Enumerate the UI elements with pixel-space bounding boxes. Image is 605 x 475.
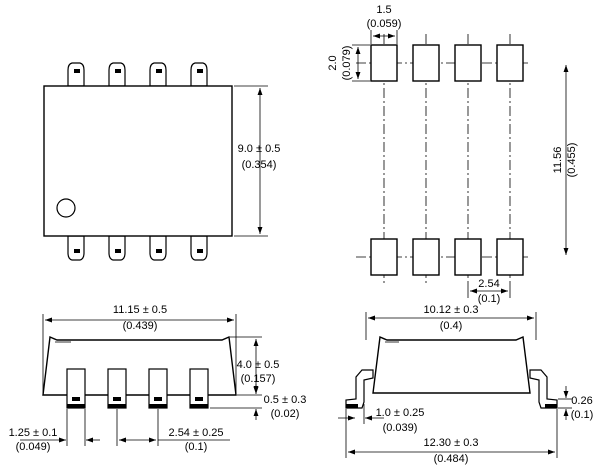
pad-width-dim-in: (0.059) xyxy=(367,18,402,30)
bottom-lead-1 xyxy=(67,235,85,261)
top-view: 9.0 ± 0.5 (0.354) xyxy=(43,62,281,261)
side-lead-2 xyxy=(107,368,127,409)
bottom-lead-4-gap xyxy=(197,249,203,253)
foot-thickness-dim-in: (0.1) xyxy=(571,409,594,421)
side-lead-1 xyxy=(66,368,86,409)
top-lead-3-gap xyxy=(156,69,162,73)
land-pitch-dim-in: (0.1) xyxy=(478,293,501,305)
bottom-lead-4 xyxy=(190,235,208,261)
side-leads xyxy=(66,368,209,409)
package-body-side xyxy=(42,335,237,396)
bottom-lead-2 xyxy=(108,235,126,261)
land-pitch-dim: 2.54 xyxy=(478,278,499,290)
bottom-leads xyxy=(67,235,208,261)
side-length-dim: 11.15 ± 0.5 xyxy=(113,304,167,316)
standoff-dim-in: (0.02) xyxy=(271,408,300,420)
pad-top-1 xyxy=(370,44,398,82)
foot-length-dim: 1.0 ± 0.25 xyxy=(376,407,425,419)
side-length-dim-in: (0.439) xyxy=(123,320,158,332)
pad-bottom-1 xyxy=(370,238,398,276)
pad-bottom-2 xyxy=(412,238,440,276)
pad-top-3 xyxy=(454,44,482,82)
end-body-width-dim-in: (0.4) xyxy=(440,320,463,332)
pad-height-dim-in: (0.079) xyxy=(341,46,353,81)
side-height-dim-in: (0.157) xyxy=(241,373,276,385)
top-lead-4 xyxy=(190,62,208,87)
package-body-top xyxy=(43,85,233,237)
top-lead-3 xyxy=(149,62,167,87)
top-lead-4-gap xyxy=(197,69,203,73)
pad-bottom-3 xyxy=(454,238,482,276)
pad-height-dim: 2.0 xyxy=(327,55,339,70)
overall-width-dim-in: (0.484) xyxy=(434,453,469,465)
pad-width-dim: 1.5 xyxy=(376,4,391,16)
end-body-width-dim: 10.12 ± 0.3 xyxy=(424,304,479,316)
top-lead-1 xyxy=(67,62,85,87)
foot-length-dim-in: (0.039) xyxy=(383,422,418,434)
side-pitch-dim-in: (0.1) xyxy=(185,441,208,453)
pad-bottom-4 xyxy=(496,238,524,276)
top-leads xyxy=(67,62,208,87)
top-lead-2-gap xyxy=(115,69,121,73)
lead-width-dim-in: (0.049) xyxy=(16,441,51,453)
bottom-lead-1-gap xyxy=(74,249,80,253)
top-lead-1-gap xyxy=(74,69,80,73)
row-span-dim: 11.56 xyxy=(552,147,564,174)
pad-top-2 xyxy=(412,44,440,82)
top-height-dim: 9.0 ± 0.5 xyxy=(238,143,281,155)
side-pitch-dim: 2.54 ± 0.25 xyxy=(169,427,224,439)
side-lead-3 xyxy=(148,368,168,409)
land-pattern-view: 1.5 (0.059) 2.0 (0.079) 11.56 (0.455) 2.… xyxy=(327,4,578,305)
standoff-dim: 0.5 ± 0.3 xyxy=(264,394,307,406)
bottom-lead-3-gap xyxy=(156,249,162,253)
side-lead-4 xyxy=(189,368,209,409)
bottom-lead-3 xyxy=(149,235,167,261)
top-height-dim-in: (0.354) xyxy=(242,159,277,171)
pad-top-4 xyxy=(496,44,524,82)
side-height-dim: 4.0 ± 0.5 xyxy=(237,359,280,371)
end-lead-left xyxy=(345,369,374,409)
package-body-end xyxy=(372,335,531,394)
bottom-lead-2-gap xyxy=(115,249,121,253)
end-lead-right xyxy=(529,369,558,409)
pin-1-marker xyxy=(56,198,76,218)
foot-thickness-dim: 0.26 xyxy=(571,395,592,407)
top-lead-2 xyxy=(108,62,126,87)
side-view: 11.15 ± 0.5 (0.439) 4.0 ± 0.5 (0.157) 0.… xyxy=(9,304,307,453)
overall-width-dim: 12.30 ± 0.3 xyxy=(424,437,479,449)
lead-width-dim: 1.25 ± 0.1 xyxy=(9,427,58,439)
row-span-dim-in: (0.455) xyxy=(566,143,578,178)
end-view: 10.12 ± 0.3 (0.4) 0.26 (0.1) 1.0 ± 0.25 … xyxy=(338,304,593,465)
